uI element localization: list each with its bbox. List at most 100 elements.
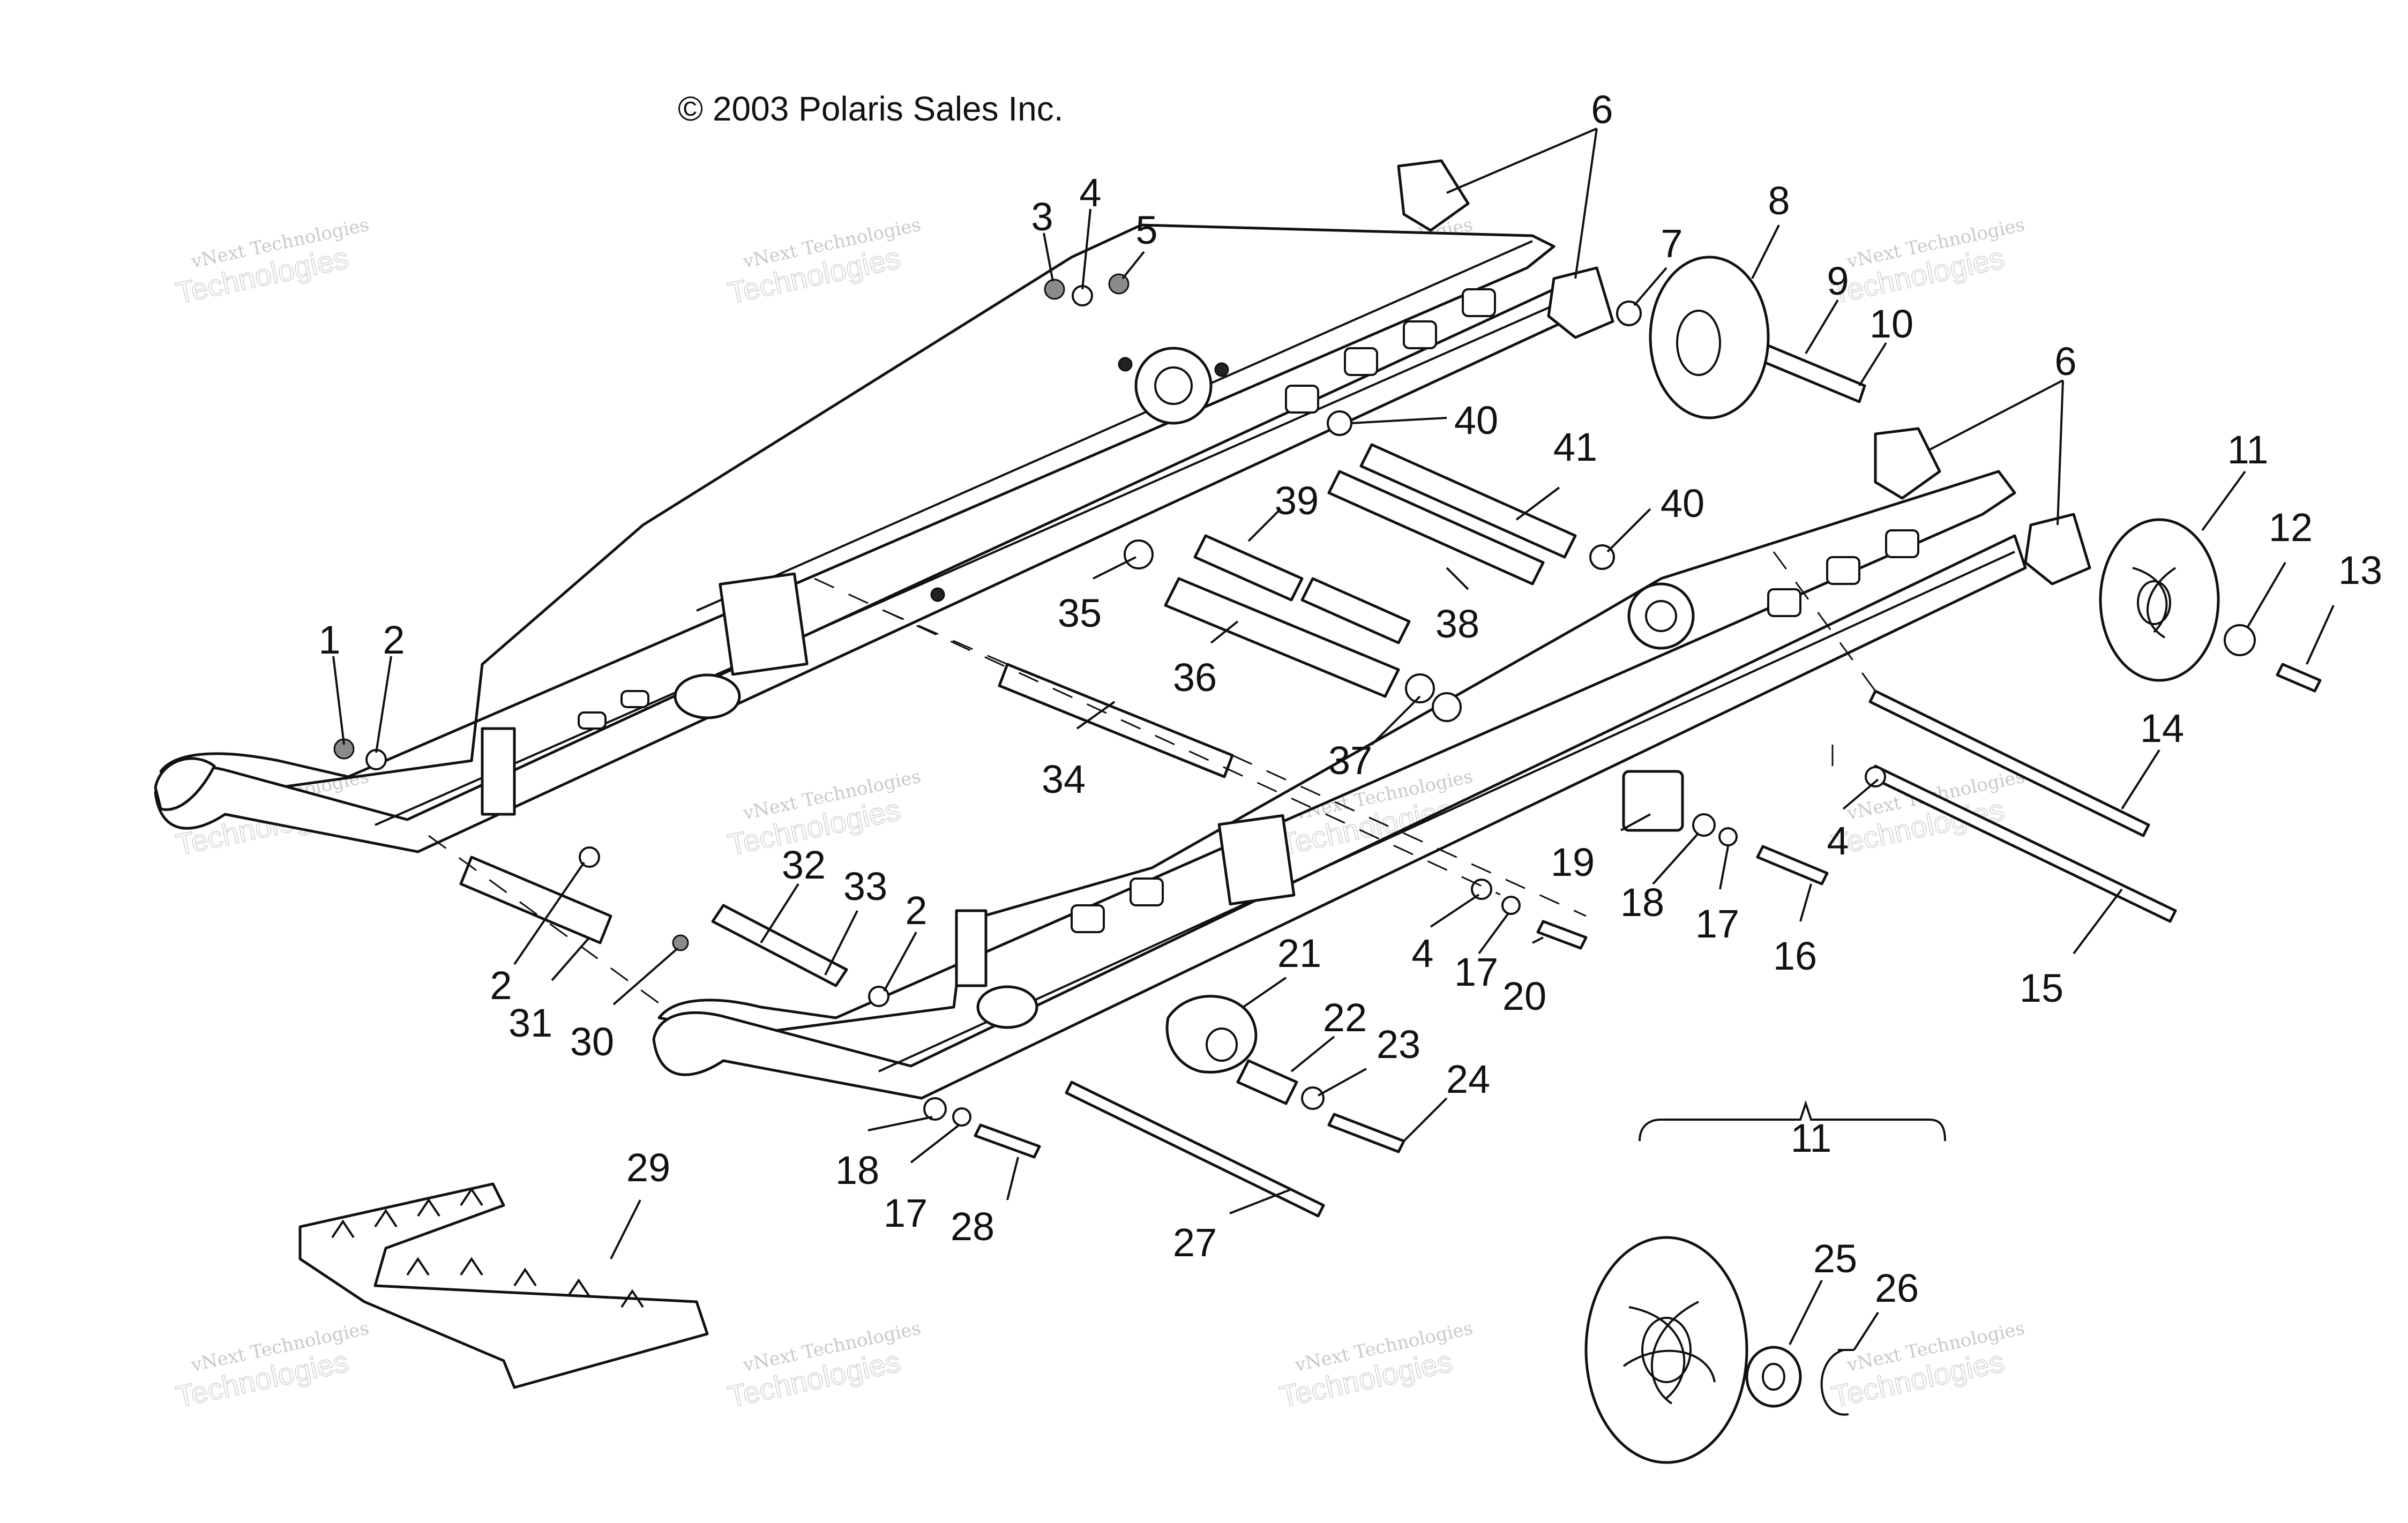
left-rail-slot [1462, 288, 1496, 317]
washer-7 [1616, 301, 1642, 326]
callout-2: 2 [383, 618, 405, 662]
leader-31 [551, 936, 590, 981]
alignment-line [884, 610, 1008, 665]
leader-3 [1043, 232, 1054, 282]
callout-39: 39 [1275, 478, 1319, 523]
leader-29 [610, 1199, 641, 1259]
leader-4 [1081, 208, 1091, 290]
alignment-line [814, 577, 1501, 896]
left-rail-bracket [481, 727, 516, 816]
right-rail-bracket [955, 909, 988, 987]
watermark: vNext Technologies Technologies [173, 1317, 371, 1414]
leader-5 [1121, 251, 1145, 280]
watermark: vNext Technologies Technologies [1828, 766, 2026, 862]
leader-32 [760, 883, 799, 944]
wheel-11-hub [2137, 580, 2171, 625]
wear-strip-29-teeth [331, 1187, 644, 1308]
callout-2: 2 [490, 963, 512, 1008]
leader-28 [1006, 1157, 1019, 1201]
leader-34 [1076, 701, 1116, 730]
callout-36: 36 [1173, 655, 1217, 700]
leader-17b [1478, 912, 1509, 955]
callout-17: 17 [1454, 950, 1498, 994]
left-rail-bolt [1118, 357, 1133, 372]
washer-37b [1432, 692, 1462, 722]
callout-11: 11 [2227, 427, 2269, 472]
bolt-13 [2276, 663, 2322, 693]
callout-2: 2 [905, 888, 927, 933]
tube-36 [1164, 577, 1400, 698]
right-rail-slot [1071, 904, 1105, 933]
wheel-8-hub [1676, 310, 1721, 376]
right-rail-hole [1645, 600, 1677, 632]
bearing-25 [1745, 1346, 1802, 1408]
bearing-25-bore [1762, 1363, 1785, 1391]
shafts [459, 331, 2322, 1218]
shaft-32 [711, 904, 848, 987]
leader-40b [1606, 508, 1651, 553]
left-rail-bolt [930, 587, 945, 602]
tube-39a [1193, 534, 1304, 602]
idler-cover-6a [1397, 159, 1470, 232]
callout-21: 21 [1277, 931, 1321, 976]
leader-18a [1652, 832, 1700, 885]
bolt-16 [1756, 845, 1829, 886]
alignment-lines [428, 551, 1876, 1008]
callout-6: 6 [2054, 339, 2076, 384]
bracket-31 [459, 856, 612, 944]
callout-33: 33 [843, 864, 887, 909]
leader-6c [1928, 379, 2063, 451]
washer-17a [1501, 896, 1521, 915]
callout-7: 7 [1661, 221, 1682, 266]
leader-14 [2121, 749, 2160, 810]
washer-35 [1124, 539, 1154, 569]
callout-17: 17 [884, 1191, 928, 1235]
leader-4c [1842, 778, 1879, 810]
leader-36 [1210, 620, 1239, 644]
leader-19 [1620, 813, 1651, 831]
left-rail-idler-hub [674, 673, 741, 719]
callout-15: 15 [2020, 966, 2063, 1010]
callout-17: 17 [1695, 902, 1739, 946]
leader-16 [1799, 883, 1812, 922]
washer-2c [868, 986, 889, 1007]
wheel-11-top [2099, 518, 2220, 682]
leader-20 [1532, 936, 1544, 944]
leader-6b [1574, 128, 1598, 279]
nut-5 [1108, 273, 1130, 295]
callout-1: 1 [318, 618, 340, 662]
callout-12: 12 [2269, 505, 2313, 550]
alignment-line [1773, 551, 1876, 692]
leader-6a [1446, 127, 1597, 194]
leader-17a [1719, 846, 1729, 890]
leader-lines [332, 127, 2335, 1351]
washer-12 [2224, 624, 2256, 656]
callout-38: 38 [1435, 602, 1479, 646]
leader-2b [513, 861, 585, 965]
right-rail-slot [1885, 529, 1919, 558]
callout-19: 19 [1551, 840, 1595, 884]
leader-13 [2306, 605, 2335, 665]
snap-ring-26 [1820, 1349, 1854, 1416]
callout-6: 6 [1591, 87, 1613, 132]
callout-40: 40 [1454, 398, 1498, 442]
callout-26: 26 [1875, 1266, 1919, 1310]
leader-23 [1318, 1068, 1367, 1097]
callout-25: 25 [1813, 1236, 1857, 1281]
right-rail-slot [1826, 556, 1860, 585]
idler-21-bore [1206, 1027, 1238, 1062]
idler-cover-6b [1547, 266, 1614, 339]
leader-27 [1229, 1188, 1292, 1214]
left-rail [159, 223, 1556, 789]
callout-5: 5 [1135, 208, 1157, 252]
leader-38 [1446, 567, 1469, 590]
callout-4: 4 [1827, 819, 1849, 863]
bolt-24 [1327, 1113, 1405, 1153]
washer-18b [923, 1097, 947, 1121]
washer-17b [1718, 827, 1738, 846]
leader-17c [910, 1124, 960, 1164]
shaft-34 [998, 663, 1234, 778]
washer-2b [579, 846, 600, 868]
nut-3 [1044, 279, 1065, 300]
